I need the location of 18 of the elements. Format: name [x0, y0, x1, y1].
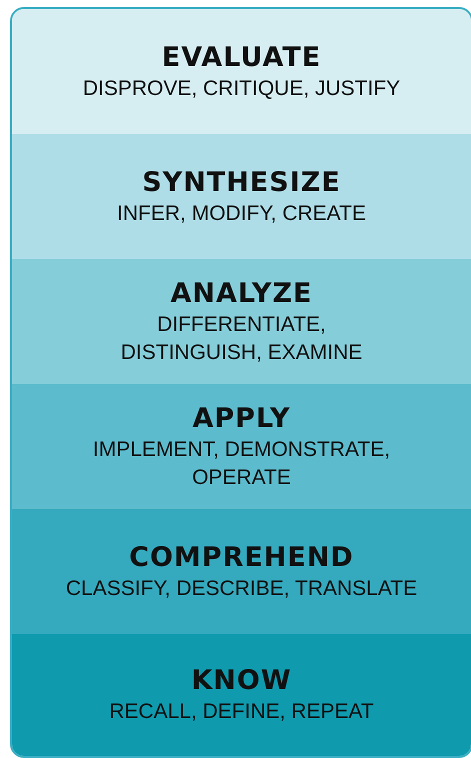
level-band: [12, 509, 471, 634]
level-verbs: DISPROVE, CRITIQUE, JUSTIFY: [82, 76, 400, 102]
level-band: [12, 259, 471, 384]
level-band: [12, 634, 471, 756]
level-band: [12, 134, 471, 259]
level-title: EVALUATE: [162, 40, 322, 74]
level-verbs: INFER, MODIFY, CREATE: [117, 200, 366, 226]
level-verbs: IMPLEMENT, DEMONSTRATE, OPERATE: [92, 436, 392, 490]
level-verbs: DIFFERENTIATE, DISTINGUISH, EXAMINE: [120, 312, 364, 366]
level-title: ANALYZE: [170, 276, 312, 310]
level-title: SYNTHESIZE: [142, 166, 341, 200]
level-title: COMPREHEND: [129, 540, 354, 574]
level-title: APPLY: [192, 402, 291, 436]
level-verbs: CLASSIFY, DESCRIBE, TRANSLATE: [66, 576, 418, 602]
level-band: [12, 384, 471, 509]
level-title: KNOW: [191, 664, 292, 698]
level-verbs: RECALL, DEFINE, REPEAT: [109, 699, 374, 725]
level-band: [12, 9, 471, 134]
